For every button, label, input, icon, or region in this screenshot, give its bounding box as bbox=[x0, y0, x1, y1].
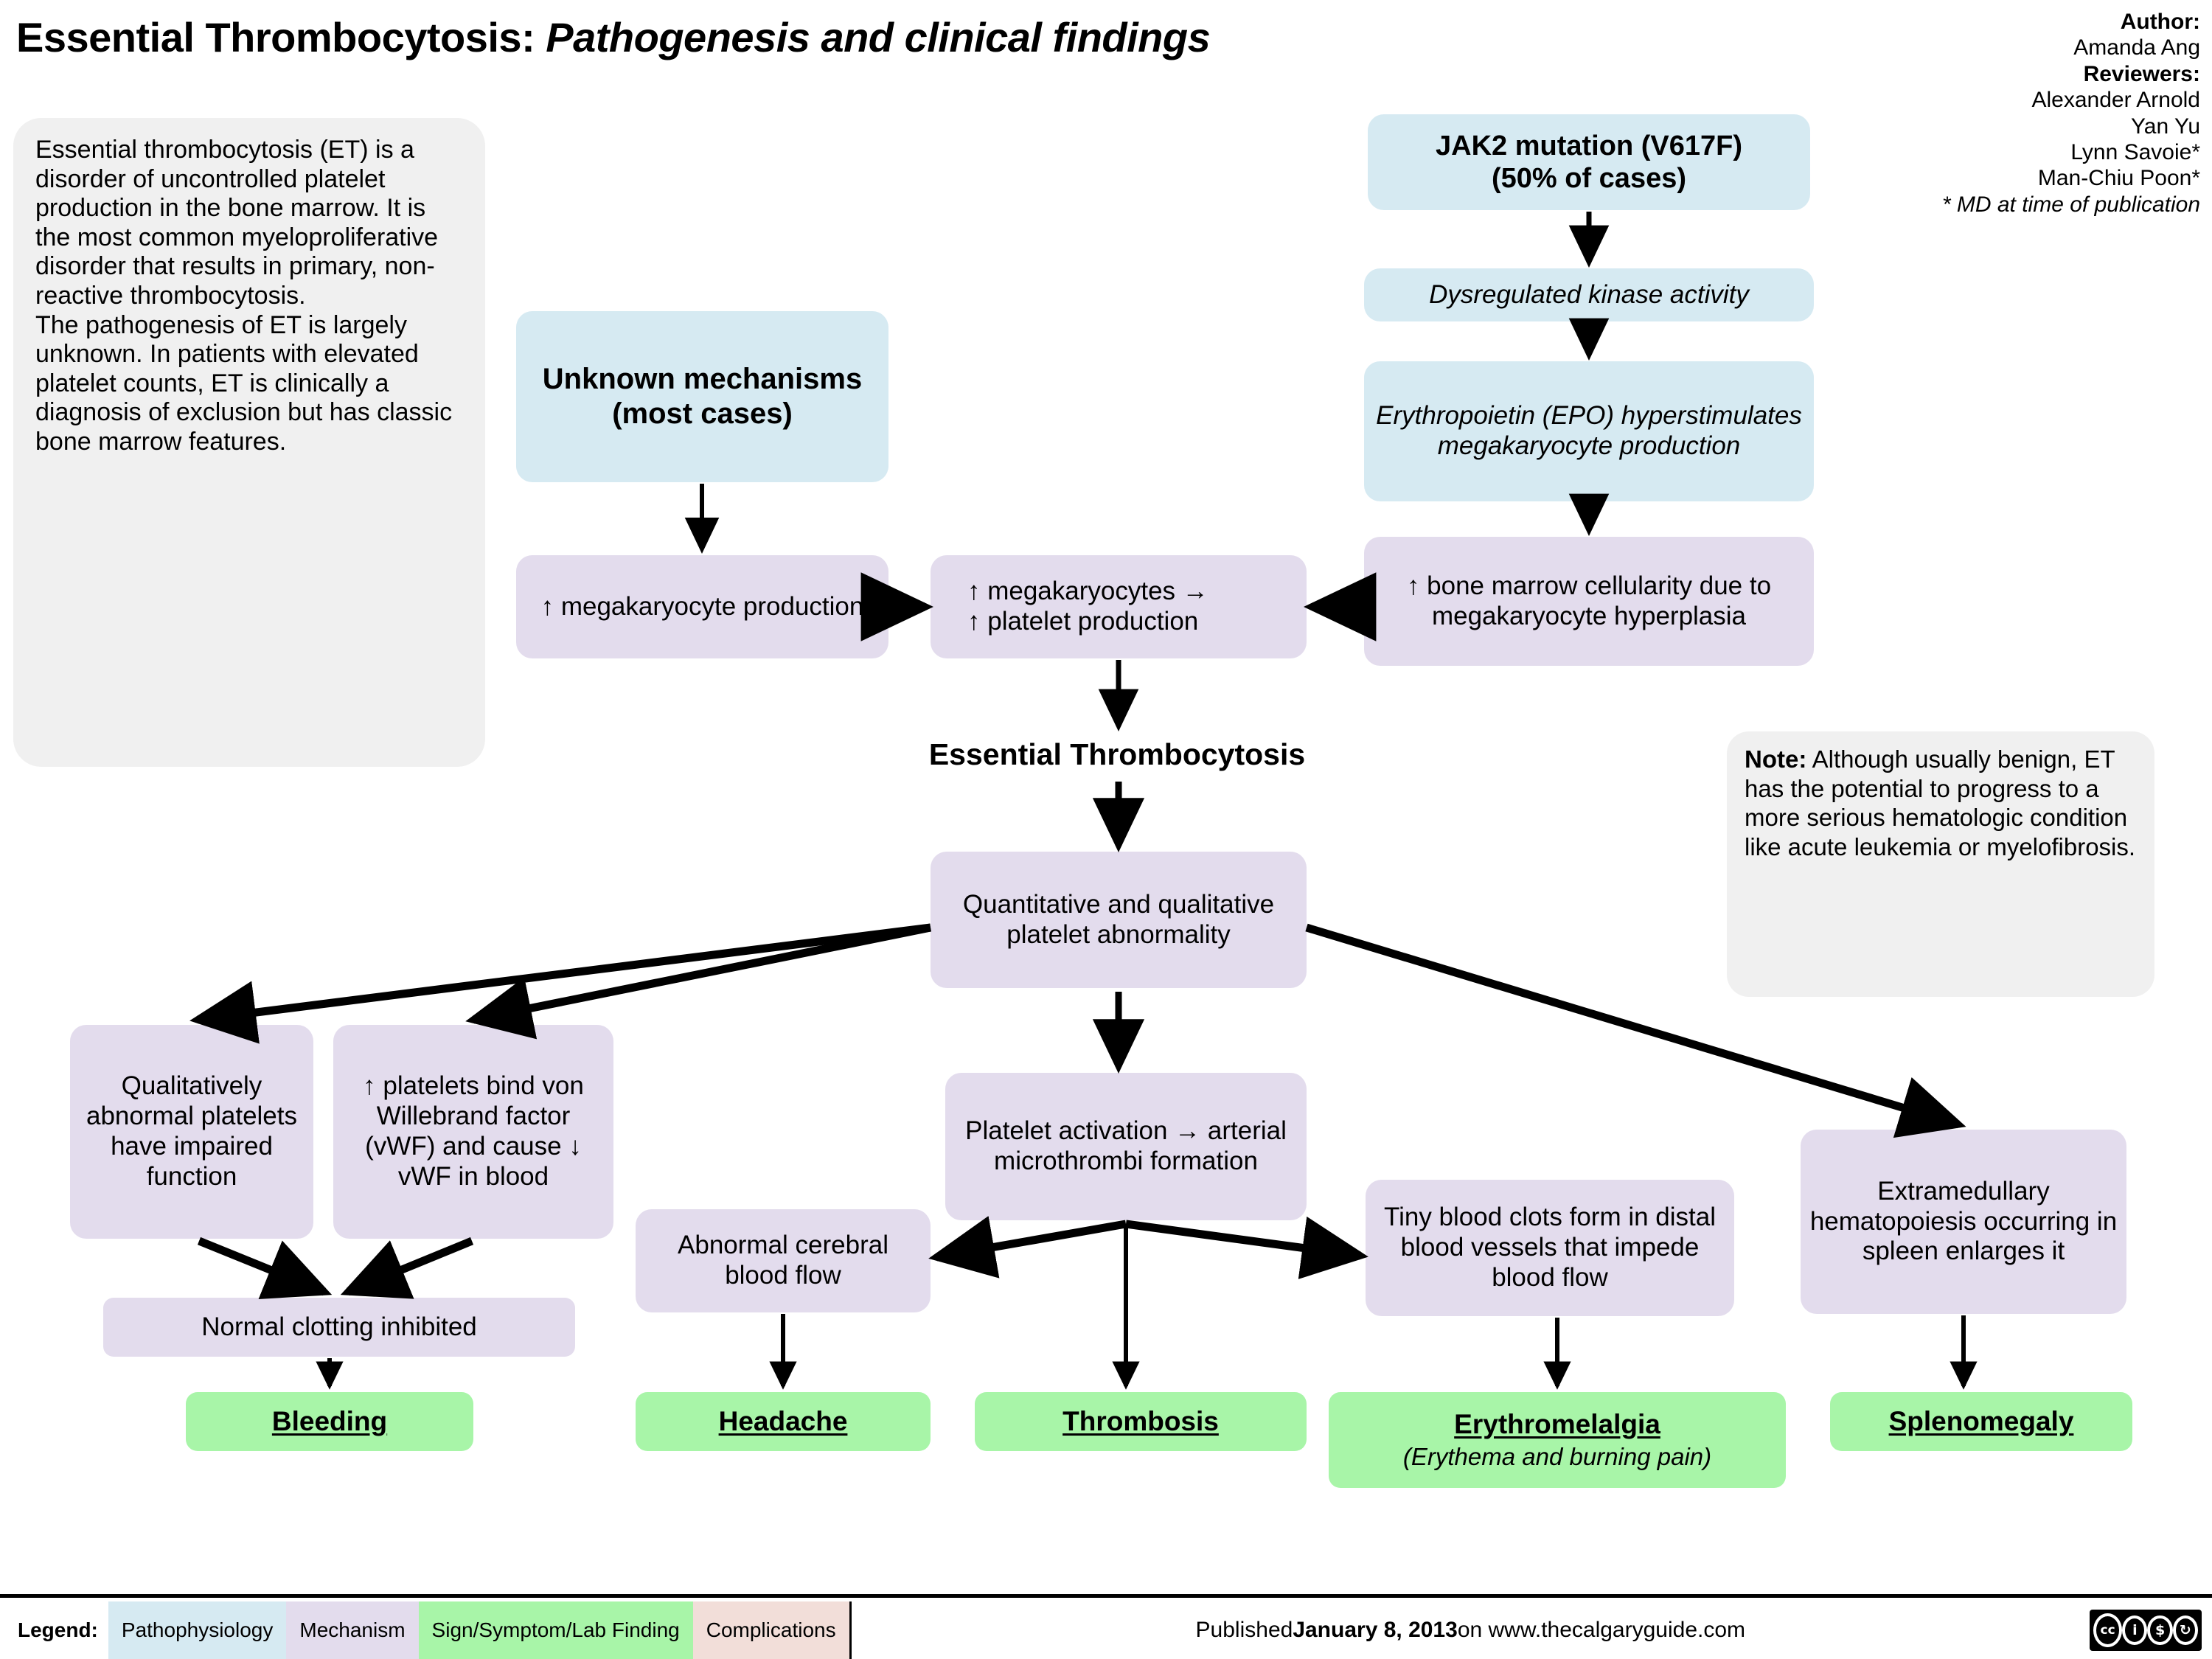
node-platelet-activation-label: Platelet activation → arterial microthro… bbox=[965, 1116, 1287, 1175]
outcome-splenomegaly[interactable]: Splenomegaly bbox=[1830, 1392, 2132, 1451]
reviewer-name: Man-Chiu Poon* bbox=[2037, 166, 2200, 191]
node-normal-clotting-inhibited[interactable]: Normal clotting inhibited bbox=[103, 1298, 575, 1357]
publication-suffix: on www.thecalgaryguide.com bbox=[1457, 1618, 1746, 1642]
node-platelet-activation[interactable]: Platelet activation → arterial microthro… bbox=[945, 1073, 1307, 1220]
node-tiny-blood-clots[interactable]: Tiny blood clots form in distal blood ve… bbox=[1366, 1180, 1734, 1316]
node-platelet-abnormality-label: Quantitative and qualitative platelet ab… bbox=[962, 889, 1275, 949]
note-box: Note: Although usually benign, ET has th… bbox=[1727, 731, 2154, 997]
license-area: cc i $ ↻ bbox=[2090, 1601, 2212, 1659]
node-megakaryocyte-production-label: ↑ megakaryocyte production bbox=[540, 591, 864, 621]
author-name: Amanda Ang bbox=[2073, 35, 2200, 60]
intro-text: Essential thrombocytosis (ET) is a disor… bbox=[35, 136, 453, 456]
outcome-bleeding[interactable]: Bleeding bbox=[186, 1392, 473, 1451]
node-qualitatively-abnormal-platelets[interactable]: Qualitatively abnormal platelets have im… bbox=[70, 1025, 313, 1239]
reviewers-label: Reviewers: bbox=[2083, 61, 2200, 86]
publication-date: January 8, 2013 bbox=[1293, 1618, 1458, 1642]
note-text: Although usually benign, ET has the pote… bbox=[1745, 745, 2136, 860]
cc-by-icon: i bbox=[2122, 1615, 2148, 1645]
node-dysregulated-kinase[interactable]: Dysregulated kinase activity bbox=[1364, 268, 1814, 321]
node-dysregulated-kinase-label: Dysregulated kinase activity bbox=[1429, 279, 1749, 309]
outcome-splenomegaly-label: Splenomegaly bbox=[1888, 1406, 2074, 1437]
node-bone-marrow-cellularity-label: ↑ bone marrow cellularity due to megakar… bbox=[1406, 571, 1772, 630]
node-jak2-mutation[interactable]: JAK2 mutation (V617F) (50% of cases) bbox=[1368, 114, 1810, 210]
outcome-bleeding-label: Bleeding bbox=[271, 1406, 388, 1437]
outcome-thrombosis-label: Thrombosis bbox=[1062, 1406, 1219, 1437]
author-label: Author: bbox=[2120, 10, 2200, 34]
node-vwf-binding-label: ↑ platelets bind von Willebrand factor (… bbox=[363, 1071, 584, 1191]
node-vwf-binding[interactable]: ↑ platelets bind von Willebrand factor (… bbox=[333, 1025, 613, 1239]
essential-thrombocytosis-text: Essential Thrombocytosis bbox=[928, 737, 1306, 771]
node-abnormal-cerebral-blood-flow-label: Abnormal cerebral blood flow bbox=[678, 1231, 888, 1290]
legend-bar: Legend: Pathophysiology Mechanism Sign/S… bbox=[0, 1601, 2212, 1659]
legend-item-pathophysiology[interactable]: Pathophysiology bbox=[108, 1601, 287, 1659]
note-label: Note: bbox=[1745, 745, 1807, 773]
node-jak2-mutation-label: JAK2 mutation (V617F) (50% of cases) bbox=[1436, 130, 1742, 194]
legend-label: Legend: bbox=[18, 1618, 98, 1641]
legend-item-mechanism-label: Mechanism bbox=[299, 1618, 406, 1641]
intro-text-box: Essential thrombocytosis (ET) is a disor… bbox=[13, 118, 485, 767]
node-normal-clotting-inhibited-label: Normal clotting inhibited bbox=[201, 1312, 477, 1341]
node-tiny-blood-clots-label: Tiny blood clots form in distal blood ve… bbox=[1384, 1203, 1716, 1292]
node-epo-hyperstimulation[interactable]: Erythropoietin (EPO) hyperstimulates meg… bbox=[1364, 361, 1814, 501]
note-text-wrapper: Note: Although usually benign, ET has th… bbox=[1745, 745, 2137, 861]
outcome-erythromelalgia[interactable]: Erythromelalgia (Erythema and burning pa… bbox=[1329, 1392, 1786, 1488]
cc-nc-icon: $ bbox=[2147, 1615, 2173, 1645]
legend-item-mechanism[interactable]: Mechanism bbox=[286, 1601, 419, 1659]
legend-item-sign-symptom-label: Sign/Symptom/Lab Finding bbox=[431, 1618, 680, 1641]
page-title-subtitle: Pathogenesis and clinical findings bbox=[546, 14, 1211, 60]
node-megakaryocyte-production[interactable]: ↑ megakaryocyte production bbox=[516, 555, 888, 658]
reviewer-name: Yan Yu bbox=[2131, 114, 2200, 139]
publication-info: Published January 8, 2013 on www.thecalg… bbox=[849, 1601, 2090, 1659]
page-title: Essential Thrombocytosis: Pathogenesis a… bbox=[16, 13, 1211, 61]
cc-sa-icon: ↻ bbox=[2172, 1615, 2198, 1645]
credits-block: Author: Amanda Ang Reviewers: Alexander … bbox=[1883, 9, 2200, 218]
essential-thrombocytosis-label: Essential Thrombocytosis bbox=[866, 737, 1368, 772]
reviewer-name: Lynn Savoie* bbox=[2070, 139, 2200, 164]
cc-logo-icon: cc bbox=[2093, 1613, 2123, 1647]
node-unknown-mechanisms-label: Unknown mechanisms (most cases) bbox=[542, 363, 863, 430]
publication-prefix: Published bbox=[1195, 1618, 1293, 1642]
node-bone-marrow-cellularity[interactable]: ↑ bone marrow cellularity due to megakar… bbox=[1364, 537, 1814, 666]
creative-commons-icon[interactable]: cc i $ ↻ bbox=[2090, 1610, 2202, 1651]
node-megakaryocytes-platelets[interactable]: ↑ megakaryocytes → ↑ platelet production bbox=[931, 555, 1307, 658]
page-title-main: Essential Thrombocytosis: bbox=[16, 14, 546, 60]
outcome-erythromelalgia-sublabel: (Erythema and burning pain) bbox=[1402, 1443, 1712, 1471]
legend-item-sign-symptom[interactable]: Sign/Symptom/Lab Finding bbox=[418, 1601, 693, 1659]
node-abnormal-cerebral-blood-flow[interactable]: Abnormal cerebral blood flow bbox=[636, 1209, 931, 1312]
node-platelet-abnormality[interactable]: Quantitative and qualitative platelet ab… bbox=[931, 852, 1307, 988]
footer-divider bbox=[0, 1594, 2212, 1598]
outcome-headache[interactable]: Headache bbox=[636, 1392, 931, 1451]
node-extramedullary-hematopoiesis[interactable]: Extramedullary hematopoiesis occurring i… bbox=[1801, 1130, 2126, 1314]
node-megakaryocytes-platelets-label: ↑ megakaryocytes → ↑ platelet production bbox=[967, 577, 1208, 636]
node-epo-hyperstimulation-label: Erythropoietin (EPO) hyperstimulates meg… bbox=[1376, 401, 1802, 460]
legend-item-pathophysiology-label: Pathophysiology bbox=[121, 1618, 274, 1641]
reviewer-name: Alexander Arnold bbox=[2031, 88, 2201, 113]
node-extramedullary-hematopoiesis-label: Extramedullary hematopoiesis occurring i… bbox=[1809, 1176, 2118, 1266]
legend-item-complications[interactable]: Complications bbox=[692, 1601, 849, 1659]
outcome-erythromelalgia-label: Erythromelalgia bbox=[1454, 1409, 1660, 1440]
outcome-thrombosis[interactable]: Thrombosis bbox=[975, 1392, 1307, 1451]
node-qualitatively-abnormal-platelets-label: Qualitatively abnormal platelets have im… bbox=[86, 1071, 297, 1191]
node-unknown-mechanisms[interactable]: Unknown mechanisms (most cases) bbox=[516, 311, 888, 482]
outcome-headache-label: Headache bbox=[718, 1406, 848, 1437]
credits-footnote: * MD at time of publication bbox=[1941, 192, 2200, 217]
legend-item-complications-label: Complications bbox=[706, 1618, 836, 1641]
